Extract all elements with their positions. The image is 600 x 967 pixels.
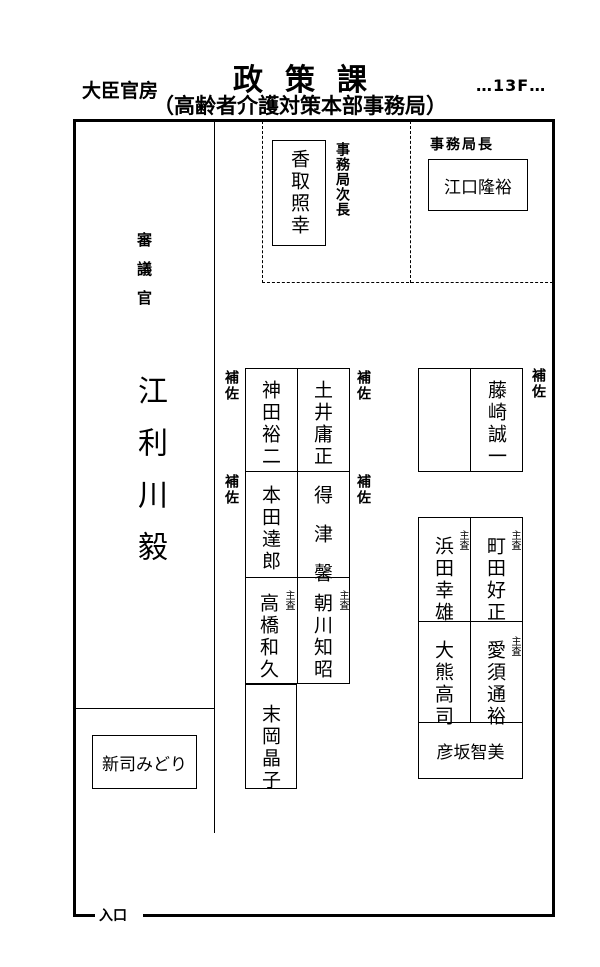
name-hamada: 浜田幸雄: [432, 536, 454, 624]
executive-zone-bottom: [262, 282, 553, 283]
director-title-label: 事務局長: [430, 137, 494, 153]
hosa-label-tokutsu: 補佐: [355, 474, 371, 506]
director-zone-left: [410, 121, 411, 283]
page-subtitle: （高齢者介護対策本部事務局）: [153, 94, 447, 118]
hosa-label-kanda: 補佐: [223, 370, 239, 402]
shusa-label-aisu: 主査: [509, 636, 520, 656]
shusa-label-asakawa: 主査: [337, 590, 348, 610]
deputy-title-label: 事務局次長: [334, 142, 350, 217]
deputy-zone-left: [262, 121, 263, 283]
name-fujisaki: 藤崎誠一: [485, 380, 507, 468]
right-upper-divider-v: [470, 368, 471, 472]
room-outline: [73, 119, 555, 917]
hosa-label-honda: 補佐: [223, 474, 239, 506]
desk-sueoka: [245, 684, 297, 789]
name-asakawa: 朝川知昭: [311, 593, 333, 681]
center-block-divider-h2: [245, 577, 350, 578]
hosa-label-fujisaki: 補佐: [530, 368, 546, 400]
name-machida: 町田好正: [484, 536, 506, 624]
shusa-label-machida: 主査: [509, 530, 520, 550]
right-lower-divider-h1: [418, 621, 523, 622]
room-bottom-wall-left: [73, 914, 95, 917]
name-honda: 本田達郎: [259, 485, 281, 573]
entrance-label: 入口: [96, 905, 130, 925]
name-hikosaka: 彦坂智美: [436, 743, 505, 763]
shingikan-divider: [76, 708, 214, 709]
ministry-label: 大臣官房: [82, 80, 159, 102]
right-lower-divider-v: [470, 517, 471, 722]
shingikan-role-label: 審議官: [135, 232, 153, 319]
floor-label: …13F…: [476, 76, 547, 95]
shusa-label-hamada: 主査: [457, 530, 468, 550]
hosa-label-doi: 補佐: [355, 370, 371, 402]
desk-director: 江口隆裕: [428, 159, 528, 211]
page-title: 政策課: [233, 63, 389, 98]
name-okuma: 大熊高司: [432, 640, 454, 728]
shingikan-partition: [214, 121, 215, 833]
room-bottom-wall-right: [143, 914, 555, 917]
shusa-label-takahashi: 主査: [283, 590, 294, 610]
right-lower-divider-h2: [418, 722, 523, 723]
name-doi: 土井庸正: [311, 380, 333, 468]
deputy-name: 香取照幸: [288, 149, 310, 237]
name-sueoka: 末岡晶子: [259, 704, 281, 792]
name-takahashi: 高橋和久: [257, 593, 279, 681]
shingikan-name: 江利川毅: [132, 375, 167, 583]
center-block-divider-v: [297, 368, 298, 684]
desk-deputy: 香取照幸: [272, 140, 326, 246]
name-aisu: 愛須通裕: [484, 640, 506, 728]
desk-shinji: 新司みどり: [92, 735, 197, 789]
name-tokutsu: 得津馨: [311, 485, 333, 602]
name-kanda: 神田裕二: [259, 380, 281, 468]
center-block-divider-h1: [245, 471, 350, 472]
